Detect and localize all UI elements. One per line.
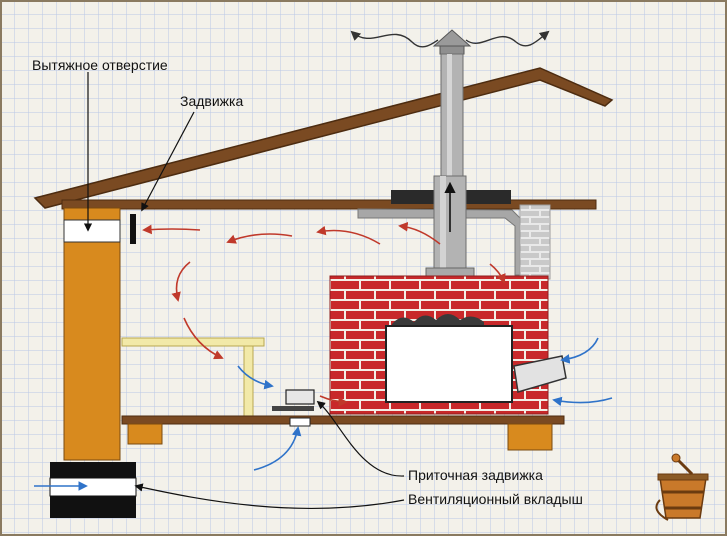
ventilation-insert — [49, 477, 137, 497]
stove-air-inlet — [513, 355, 567, 393]
chimney-cap-base — [439, 45, 465, 55]
label-exhaust-vent: Вытяжное отверстие — [32, 57, 168, 73]
floor-board — [121, 415, 565, 425]
hot-air-arrow-1 — [316, 225, 381, 245]
hot-air-arrow-7 — [489, 263, 506, 284]
smoke-flow-left-arrow — [350, 30, 439, 48]
heater-stones — [392, 314, 484, 328]
cold-air-arrow-stove-base — [552, 396, 613, 407]
bath-bucket-icon — [655, 453, 709, 521]
hot-air-arrow-4 — [171, 261, 191, 302]
floor-vent-opening — [289, 417, 311, 427]
bench-top — [121, 337, 265, 347]
stove-firebox-opening — [385, 325, 513, 403]
label-vent-insert: Вентиляционный вкладыш — [408, 491, 583, 507]
wall-post — [63, 207, 121, 461]
cold-air-arrow-stove-inlet — [560, 337, 599, 364]
label-damper: Задвижка — [180, 93, 244, 109]
hot-air-arrow-6 — [398, 221, 441, 245]
ceiling-beam — [61, 199, 597, 210]
exhaust-vent-opening — [63, 219, 121, 243]
hot-air-arrow-5 — [183, 317, 224, 360]
bench-leg — [243, 345, 254, 417]
heat-shield — [357, 208, 521, 276]
flue-pipe-highlight — [440, 176, 446, 268]
supply-damper-plate — [272, 406, 314, 411]
ceiling-damper — [130, 214, 136, 244]
cold-air-arrow-floor — [253, 426, 302, 471]
leader-supply-damper — [316, 400, 405, 477]
hot-air-arrow-3 — [142, 224, 201, 235]
cold-air-arrow-bench — [237, 365, 274, 390]
floor-joist-right — [507, 423, 553, 451]
floor-joist-left — [127, 423, 163, 445]
label-supply-damper: Приточная задвижка — [408, 467, 543, 483]
leader-damper — [141, 111, 195, 212]
chimney-pipe-highlight — [447, 54, 452, 202]
roof-slope — [33, 67, 614, 209]
supply-damper-box — [285, 389, 315, 405]
hot-air-arrow-8 — [319, 395, 348, 407]
leader-vent-insert — [134, 483, 405, 510]
smoke-flow-right-arrow — [465, 30, 550, 47]
grey-brick-chimney-wall — [519, 204, 551, 280]
hot-air-arrow-2 — [226, 233, 293, 244]
